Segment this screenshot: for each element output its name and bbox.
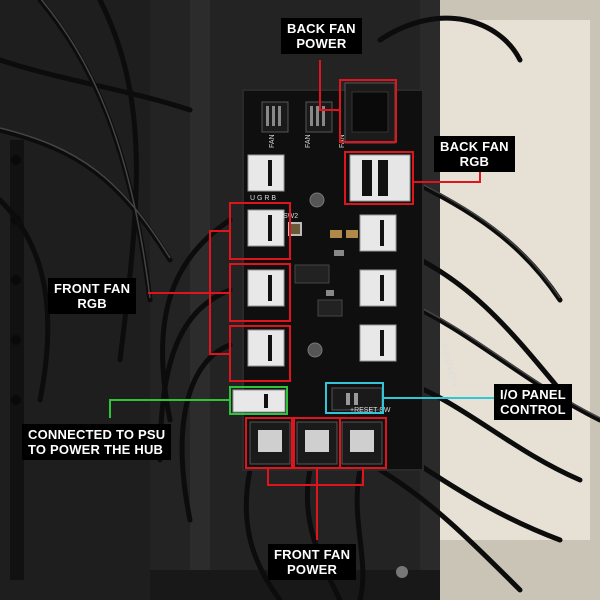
label-connected-to-psu: CONNECTED TO PSU TO POWER THE HUB xyxy=(22,424,172,460)
pcb-screw xyxy=(307,342,323,358)
silk-reset-sw: +RESET SW xyxy=(350,407,391,414)
label-front-fan-rgb: FRONT FAN RGB xyxy=(48,278,137,314)
green-callout xyxy=(109,386,288,418)
silk-ugrb: U G R B xyxy=(250,195,276,202)
leader-front-power-bracket xyxy=(267,468,364,486)
smd-component xyxy=(330,230,342,238)
leader-front-rgb-bot xyxy=(209,293,230,355)
box-back-fan-rgb xyxy=(344,151,414,205)
case-left-rail xyxy=(10,140,24,580)
silk-fan-2: FAN xyxy=(305,134,312,148)
connector-pins xyxy=(268,160,384,361)
case-hole xyxy=(11,335,21,345)
red-callouts xyxy=(148,60,481,540)
label-back-fan-power: BACK FAN POWER xyxy=(281,18,362,54)
case-screw xyxy=(396,566,408,578)
pcb-screw xyxy=(309,192,325,208)
ic-chip xyxy=(294,264,330,284)
case-hole xyxy=(11,155,21,165)
cyan-callout xyxy=(325,382,495,414)
psu-connector xyxy=(232,389,286,413)
ic-chip xyxy=(317,299,343,317)
label-back-fan-rgb: BACK FAN RGB xyxy=(434,136,515,172)
label-front-fan-power: FRONT FAN POWER xyxy=(268,544,357,580)
front-fan-power-headers xyxy=(249,421,383,465)
leader-front-rgb-top xyxy=(148,230,230,294)
label-io-panel-control: I/O PANEL CONTROL xyxy=(494,384,572,420)
case-frame-bar xyxy=(190,0,210,600)
top-pin-headers xyxy=(261,101,333,133)
case-hole xyxy=(11,275,21,285)
leader-back-fan-power xyxy=(319,60,340,111)
cabinet-panel xyxy=(440,20,590,540)
silk-fan-1: FAN xyxy=(269,134,276,148)
rgb-connectors xyxy=(247,154,397,367)
smd-component xyxy=(346,230,358,238)
case-hole xyxy=(11,395,21,405)
